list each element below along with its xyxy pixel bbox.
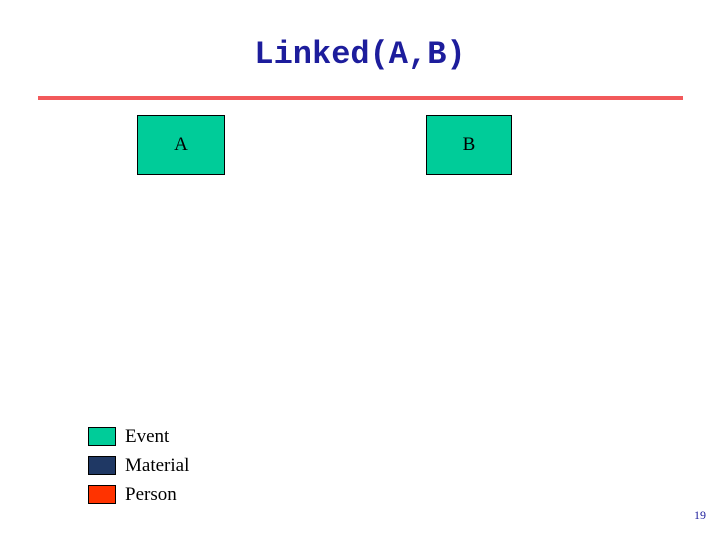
legend-item-material: Material: [88, 451, 189, 480]
legend: Event Material Person: [88, 422, 189, 509]
legend-label-event: Event: [125, 426, 170, 447]
node-a-label: A: [174, 134, 188, 155]
diagram-node-b[interactable]: B: [426, 115, 512, 175]
legend-item-event: Event: [88, 422, 189, 451]
legend-swatch-person: [88, 485, 116, 504]
page-number: 19: [694, 508, 706, 522]
diagram-node-a[interactable]: A: [137, 115, 225, 175]
node-b-label: B: [462, 134, 476, 155]
legend-label-material: Material: [125, 455, 190, 476]
legend-swatch-material: [88, 456, 116, 475]
page-title: Linked(A,B): [254, 36, 466, 73]
title-divider: [38, 96, 683, 100]
legend-swatch-event: [88, 427, 116, 446]
legend-item-person: Person: [88, 480, 189, 509]
legend-label-person: Person: [125, 484, 177, 505]
